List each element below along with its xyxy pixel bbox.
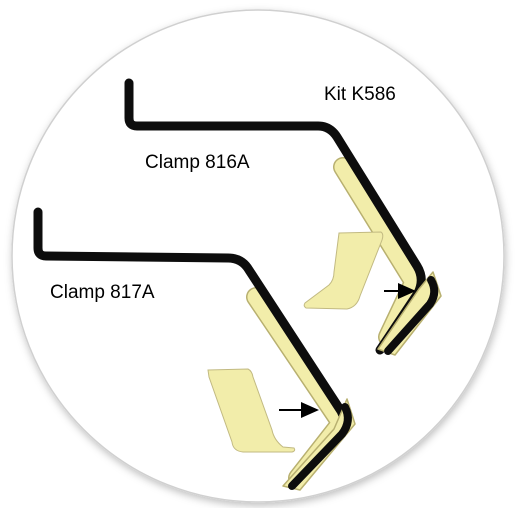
clamp-816a-loose-pad: [303, 231, 384, 310]
kit-label: Kit K586: [324, 84, 396, 105]
background-disc: [11, 9, 505, 503]
clamp-816a-label: Clamp 816A: [145, 152, 250, 173]
clamp-817a-loose-pad: [207, 368, 296, 453]
clamp-817a: [33, 207, 356, 491]
clamp-817a-label: Clamp 817A: [50, 282, 155, 303]
clamp-816a-wire: [124, 78, 426, 355]
clamp-816a: [124, 78, 442, 356]
